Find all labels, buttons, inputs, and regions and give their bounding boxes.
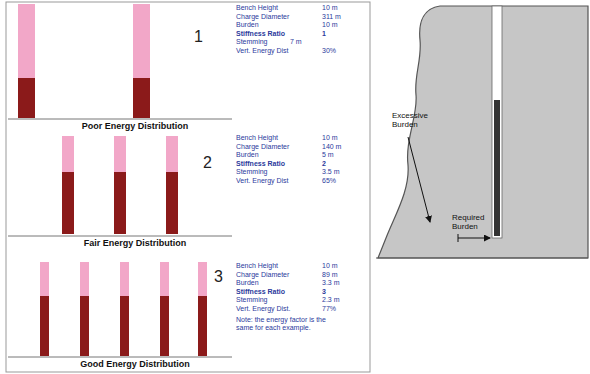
parameter-name: Stemming: [236, 296, 268, 304]
parameter-value: 7 m: [290, 38, 302, 46]
blasthole-bars: [8, 136, 232, 236]
parameter-value: 140 m: [322, 143, 341, 151]
caption: Good Energy Distribution: [10, 360, 260, 370]
callout-number: 1: [194, 28, 203, 46]
parameter-value: 10 m: [322, 21, 338, 29]
caption: Fair Energy Distribution: [10, 239, 260, 249]
parameter-name: Bench Height: [236, 134, 278, 142]
parameter-name: Charge Diameter: [236, 271, 289, 279]
parameter-value: 65%: [322, 177, 336, 185]
parameter-name: Bench Height: [236, 4, 278, 12]
parameter-name: Stemming: [236, 168, 268, 176]
callout-number: 3: [214, 268, 223, 286]
bench-section: [376, 6, 588, 258]
parameter-value: 10 m: [322, 134, 338, 142]
parameter-name: Bench Height: [236, 262, 278, 270]
parameter-value: 3.3 m: [322, 279, 340, 287]
parameter-value: 311 m: [322, 13, 341, 21]
parameter-name: Charge Diameter: [236, 143, 289, 151]
parameter-name: Charge Diameter: [236, 13, 289, 21]
parameter-value: 77%: [322, 305, 336, 313]
caption: Poor Energy Distribution: [10, 122, 260, 132]
parameter-name: Vert. Energy Dist.: [236, 305, 290, 313]
parameter-name: Burden: [236, 151, 259, 159]
blasthole-bars: [8, 262, 232, 357]
parameter-name: Stiffness Ratio: [236, 30, 285, 38]
parameter-value: 10 m: [322, 262, 338, 270]
parameter-value: 10 m: [322, 4, 338, 12]
parameter-value: 1: [322, 30, 326, 38]
blasthole-bars: [8, 4, 232, 119]
parameter-name: Vert. Energy Dist: [236, 177, 289, 185]
parameter-name: Stemming: [236, 38, 268, 46]
panel-frame: [6, 2, 370, 372]
parameter-value: 89 m: [322, 271, 338, 279]
parameter-name: Vert. Energy Dist: [236, 47, 289, 55]
parameter-name: Burden: [236, 21, 259, 29]
parameter-name: Stiffness Ratio: [236, 160, 285, 168]
callout-label: Excessive Burden: [392, 112, 432, 130]
parameter-value: 3.5 m: [322, 168, 340, 176]
parameter-name: Stiffness Ratio: [236, 288, 285, 296]
callout-label: Required Burden: [452, 214, 492, 232]
parameter-value: 30%: [322, 47, 336, 55]
parameter-value: 2: [322, 160, 326, 168]
parameter-name: Burden: [236, 279, 259, 287]
parameter-value: 3: [322, 288, 326, 296]
callout-number: 2: [203, 154, 212, 172]
note: Note: the energy factor is the same for …: [236, 316, 331, 331]
parameter-value: 2.3 m: [322, 296, 340, 304]
parameter-value: 5 m: [322, 151, 334, 159]
